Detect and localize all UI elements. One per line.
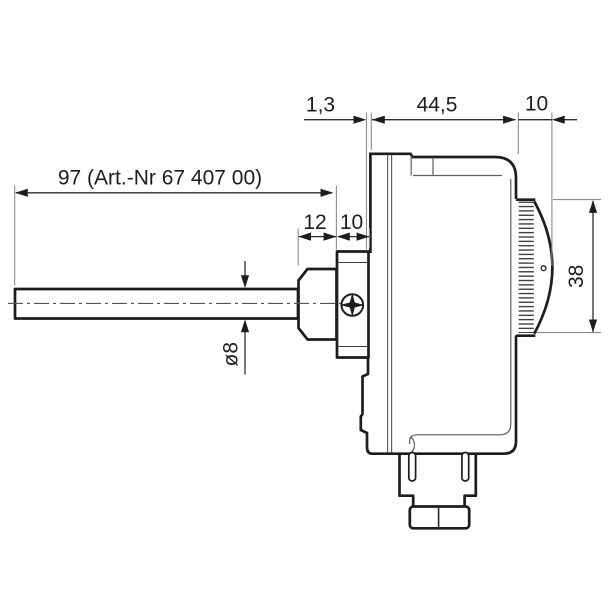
connector-right-outline	[463, 454, 478, 507]
connector-pin-left	[407, 451, 417, 482]
dim-label-knob-diameter: 38	[565, 265, 588, 288]
arrowhead	[353, 115, 367, 124]
connector-pin-right	[461, 451, 470, 482]
cable-connector	[398, 451, 478, 530]
arrowhead	[372, 115, 385, 124]
arrowhead	[356, 232, 370, 241]
arrowhead	[15, 188, 28, 197]
knob-indicator-dot	[540, 265, 547, 272]
connector-left-outline	[398, 454, 415, 507]
knob-dial-face-arc	[533, 200, 554, 335]
arrowhead	[320, 188, 334, 197]
arrowhead	[551, 115, 565, 124]
arrowhead	[588, 319, 598, 333]
arrowhead	[323, 232, 337, 241]
dim-label-probe-diameter: ø8	[220, 342, 243, 367]
arrowhead	[240, 275, 250, 288]
dim-label-housing-depth: 44,5	[417, 94, 458, 117]
housing-top-outline	[369, 152, 518, 199]
arrowhead	[337, 232, 350, 241]
phillips-screw	[340, 292, 365, 318]
knob-knurling	[518, 201, 534, 333]
dim-label-probe-length: 97 (Art.-Nr 67 407 00)	[58, 167, 262, 190]
hex-fitting	[297, 267, 338, 341]
housing	[359, 152, 518, 456]
arrowhead	[298, 232, 311, 241]
dim-label-collar-length: 10	[340, 211, 363, 234]
lid-side-bottom-seam	[409, 179, 512, 444]
arrowhead	[588, 200, 598, 213]
housing-lower-outline	[359, 335, 518, 456]
arrowhead	[240, 319, 250, 333]
arrowhead	[503, 115, 516, 124]
dim-label-flange-offset: 1,3	[306, 94, 335, 117]
housing-fill	[360, 152, 516, 454]
dim-label-hex-length: 12	[303, 211, 326, 234]
adjustment-knob	[516, 198, 554, 338]
gland-nut	[408, 505, 471, 530]
screw-cross-horizontal	[340, 301, 365, 309]
dim-label-knob-depth: 10	[525, 93, 548, 116]
dimension-annotations: 1,3 44,5 10 97 (Art.-Nr 67 407 00) 12 10…	[14, 93, 601, 375]
